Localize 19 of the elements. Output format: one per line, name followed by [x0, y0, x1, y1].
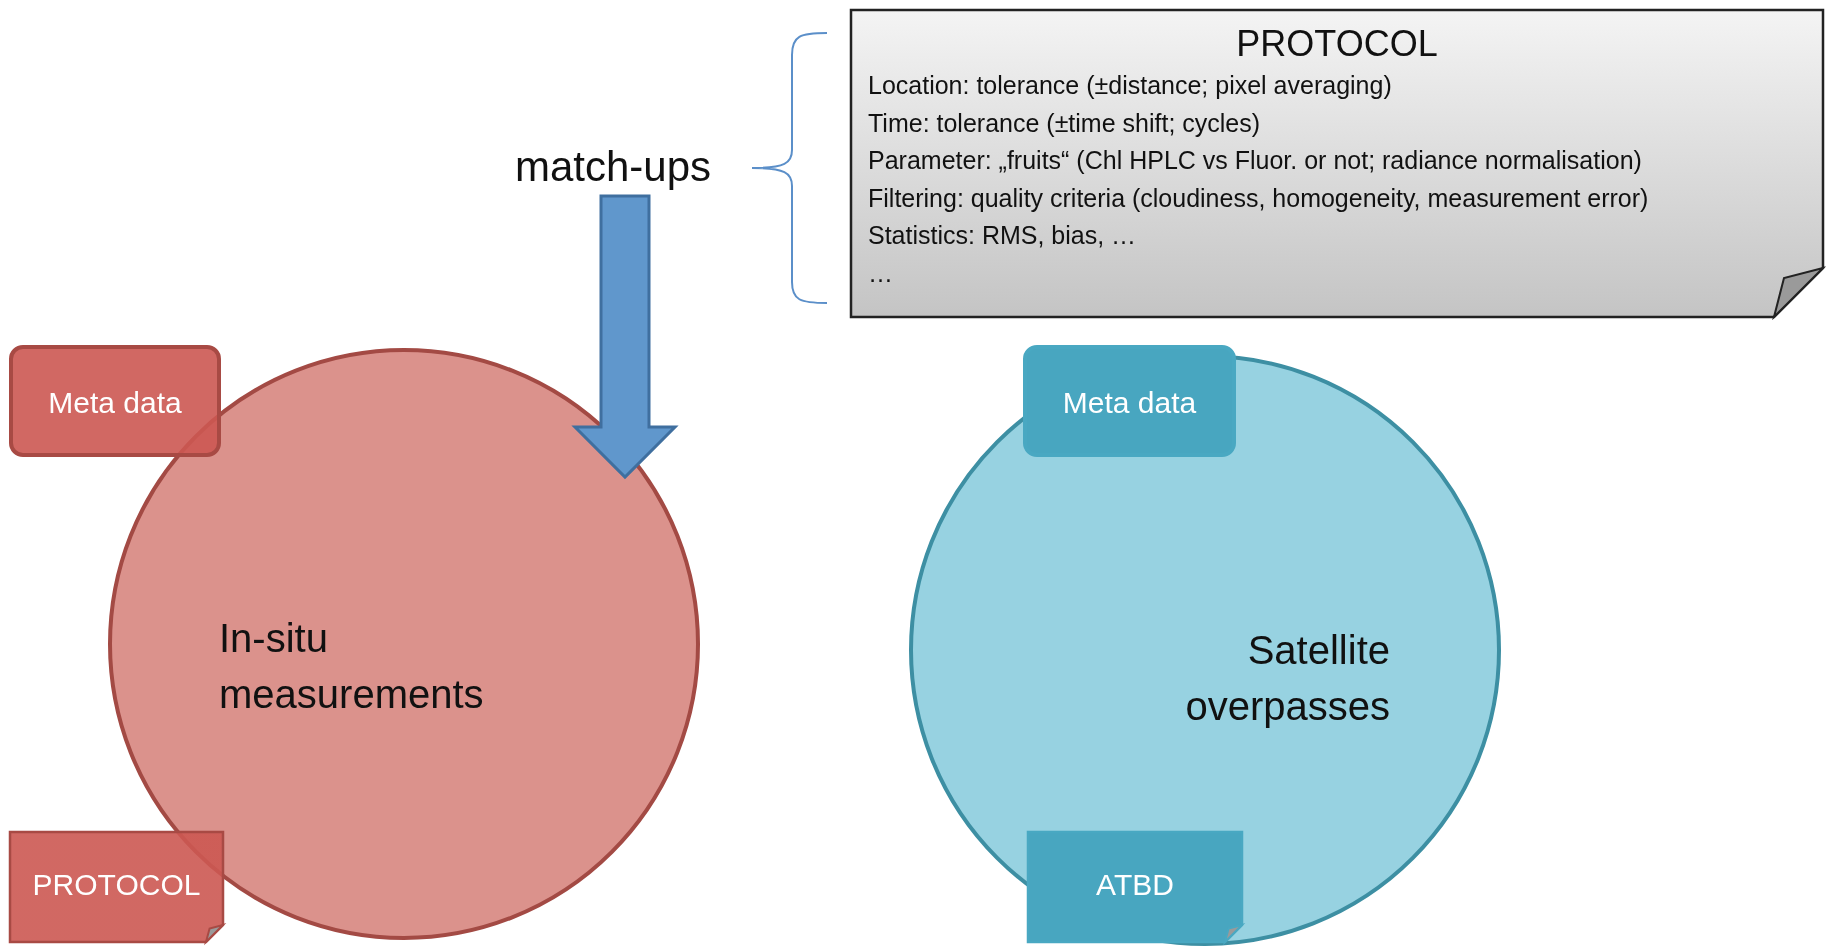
- tag-label: Meta data: [47, 385, 183, 421]
- criterion-line: …: [868, 258, 893, 288]
- note-heading: PROTOCOL: [1235, 23, 1439, 65]
- criterion-line: Time: tolerance (±time shift; cycles): [868, 108, 1261, 138]
- tag-box: [9, 345, 221, 457]
- protocol-note: [850, 9, 1824, 318]
- tag-label: PROTOCOL: [31, 867, 202, 903]
- criterion-line: Location: tolerance (±distance; pixel averaging): [868, 71, 1392, 100]
- circle-label: In-situ measurements: [219, 615, 485, 718]
- tag-label: Meta data: [1061, 385, 1198, 421]
- tag-box: [1023, 345, 1236, 457]
- tag-label: ATBD: [1095, 867, 1175, 903]
- document-tag: [9, 831, 224, 943]
- block-arrow: [571, 194, 679, 480]
- criterion-line: Parameter: „fruits“ (Chl HPLC vs Fluor. or not; radiance normalisation): [868, 146, 1642, 175]
- match-ups-label: match-ups: [515, 142, 712, 192]
- criterion-line: Filtering: quality criteria (cloudiness, homogeneity, measurement error): [868, 183, 1649, 213]
- circle-label: Satellite overpasses: [1184, 627, 1390, 730]
- criterion-line: Statistics: RMS, bias, …: [868, 221, 1137, 250]
